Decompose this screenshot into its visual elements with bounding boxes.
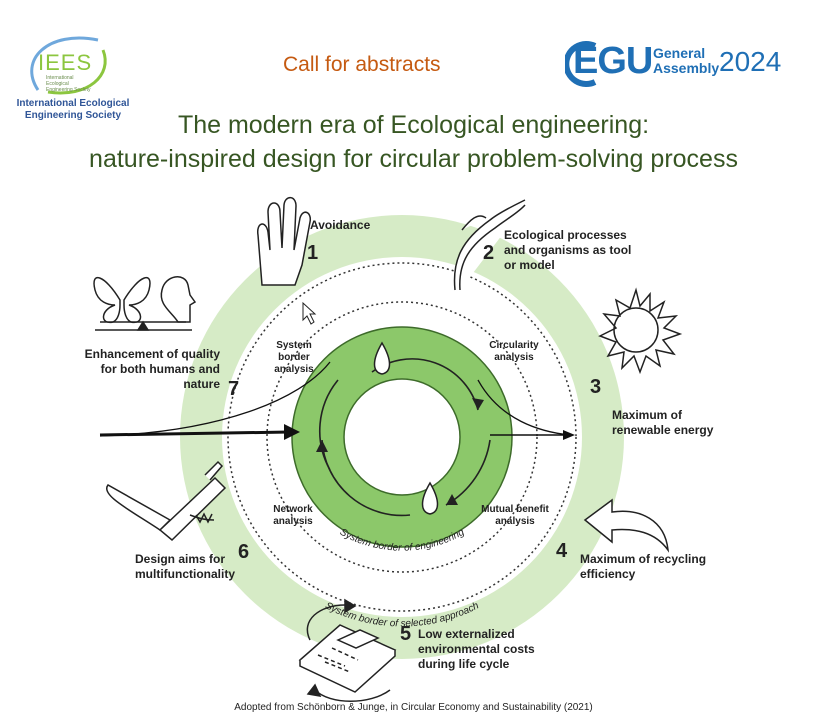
title-line-2: nature-inspired design for circular prob… <box>89 145 738 173</box>
green-ring-outer-edge <box>291 326 513 548</box>
principle-4-label: Maximum of recycling efficiency <box>580 552 707 581</box>
cycle-arrow-left <box>319 379 339 471</box>
iees-logo-swoosh-icon <box>30 36 107 95</box>
output-curve <box>477 379 571 436</box>
principle-7-label: Enhancement of quality for both humans a… <box>84 347 220 391</box>
call-for-abstracts: Call for abstracts <box>283 53 441 76</box>
principle-7-number: 7 <box>228 378 240 400</box>
principle-6-label: Design aims for multifunctionality <box>135 552 235 581</box>
principle-2-number: 2 <box>483 242 495 264</box>
principle-3-number: 3 <box>590 376 602 398</box>
label-network-analysis: Network analysis <box>273 504 313 527</box>
egu-letters: EGU <box>573 40 653 82</box>
label-mutual-benefit-analysis: Mutual benefit analysis <box>481 504 549 527</box>
cycle-arrow-bottom <box>321 439 411 517</box>
iees-logo: IEES International Ecological Engineerin… <box>8 20 138 121</box>
principle-4-number: 4 <box>556 540 568 562</box>
label-system-border-analysis: System border analysis <box>274 340 314 375</box>
iees-logo-text: IEES <box>38 50 93 75</box>
iees-name: International Ecological Engineering Soc… <box>16 98 130 121</box>
output-arrowhead <box>563 430 575 440</box>
border-approach-circle <box>227 262 577 612</box>
principle-3-label: Maximum of renewable energy <box>612 408 714 437</box>
pocket-knife-icon <box>105 460 227 542</box>
green-ring-inner-edge <box>343 378 461 496</box>
border-engineering-circle <box>266 301 538 573</box>
water-drop-bottom-icon <box>421 481 439 515</box>
green-cycle-ring <box>292 327 512 547</box>
credit-line: Adopted from Schönborn & Junge, in Circu… <box>234 702 593 713</box>
recycle-arrow-icon <box>583 498 670 553</box>
egu-general: General <box>653 45 706 61</box>
iees-logo-subtext: International Ecological Engineering Soc… <box>46 75 91 93</box>
egu-logo: EGU General Assembly 2024 <box>565 38 800 88</box>
cycle-arrowhead-right <box>446 494 458 505</box>
principle-1-label: Avoidance <box>310 218 371 232</box>
egu-ring-icon <box>565 41 597 87</box>
principle-5-number: 5 <box>400 623 412 645</box>
principle-6-number: 6 <box>238 541 250 563</box>
label-circularity-analysis: Circularity analysis <box>489 340 539 363</box>
cycle-arrowhead-bottom <box>316 440 328 452</box>
hand-icon <box>257 196 312 286</box>
principle-5-label: Low externalized environmental costs dur… <box>418 627 535 671</box>
sun-icon <box>598 287 683 375</box>
organism-icon <box>453 199 526 291</box>
egu-general-assembly: General Assembly <box>653 46 719 76</box>
calculator-icon <box>298 598 397 702</box>
egu-year: 2024 <box>719 46 782 77</box>
butterfly-human-icon <box>93 276 197 331</box>
cursor-icon <box>302 301 317 325</box>
cycle-arrowhead-top <box>472 398 484 410</box>
water-drop-top-icon <box>373 341 391 375</box>
input-arrowhead <box>284 424 300 440</box>
page-title: The modern era of Ecological engineering… <box>0 108 827 176</box>
input-curve <box>99 361 331 437</box>
inner-white-area <box>222 257 582 617</box>
principle-2-label: Ecological processes and organisms as to… <box>504 228 632 272</box>
egu-assembly: Assembly <box>653 60 720 76</box>
principle-1-number: 1 <box>307 242 319 264</box>
title-line-1: The modern era of Ecological engineering… <box>177 111 650 139</box>
